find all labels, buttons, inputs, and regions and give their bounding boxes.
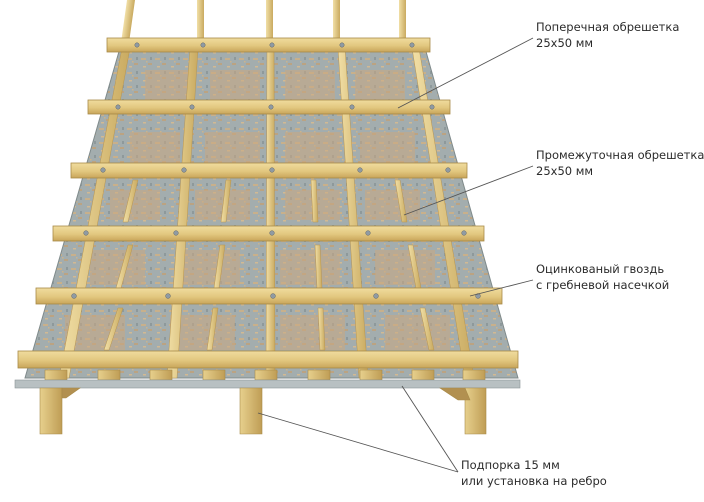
rafter-posts: [39, 387, 487, 435]
leader-lines: [257, 37, 534, 473]
callout-transverse-batten: Поперечная обрешетка 25х50 мм: [536, 19, 679, 51]
callout-transverse-line1: Поперечная обрешетка: [536, 20, 680, 34]
nail-heads: [71, 42, 481, 299]
bottom-board-edge: [14, 379, 521, 389]
transverse-battens: [17, 37, 519, 369]
callout-intermediate-line2: 25х50 мм: [536, 164, 594, 178]
callout-galvanized-nail: Оцинкованый гвоздь с гребневой насечкой: [536, 261, 669, 293]
callout-intermediate-line1: Промежуточная обрешетка: [536, 148, 704, 162]
callout-support: Подпорка 15 мм или установка на ребро: [461, 457, 607, 489]
callout-transverse-line2: 25х50 мм: [536, 36, 594, 50]
callout-nail-line1: Оцинкованый гвоздь: [536, 262, 665, 276]
callout-support-line1: Подпорка 15 мм: [461, 458, 560, 472]
spacer-blocks: [44, 369, 486, 381]
callout-intermediate-batten: Промежуточная обрешетка 25х50 мм: [536, 147, 704, 179]
rafter-tops: [121, 0, 406, 42]
callout-support-line2: или установка на ребро: [461, 474, 607, 488]
callout-nail-line2: с гребневой насечкой: [536, 278, 670, 292]
